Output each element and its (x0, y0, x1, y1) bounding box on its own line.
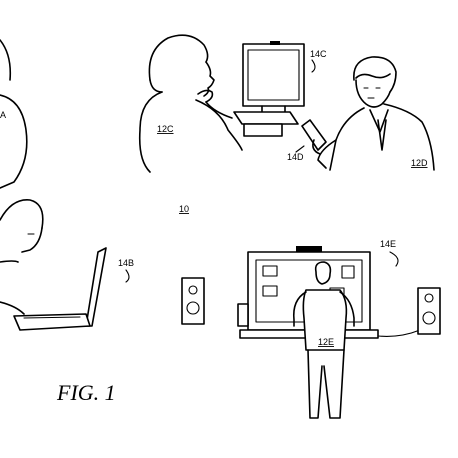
label-12c: 12C (157, 124, 174, 134)
user-d-man-figure (317, 56, 435, 171)
label-12d: 12D (411, 158, 428, 168)
figure-caption: FIG. 1 (56, 380, 116, 405)
laptop-14b (13, 247, 107, 331)
user-a-figure (0, 39, 28, 189)
mobile-phone-14d (301, 119, 327, 155)
label-14e: 14E (380, 239, 396, 249)
leader-14b (125, 269, 130, 283)
leader-14e (389, 251, 399, 267)
user-e-player-figure (292, 261, 355, 419)
user-b-woman-figure (0, 199, 44, 315)
leader-14c (311, 59, 316, 73)
label-10: 10 (179, 204, 189, 214)
label-14b: 14B (118, 258, 134, 268)
label-a: A (0, 110, 6, 120)
label-12e: 12E (318, 337, 334, 347)
leader-14d (295, 145, 305, 153)
right-speaker (417, 287, 441, 335)
left-speaker (181, 277, 205, 325)
label-14d: 14D (287, 152, 304, 162)
desktop-monitor-14c (233, 41, 305, 137)
label-14c: 14C (310, 49, 327, 59)
user-c-woman-figure (138, 34, 243, 173)
